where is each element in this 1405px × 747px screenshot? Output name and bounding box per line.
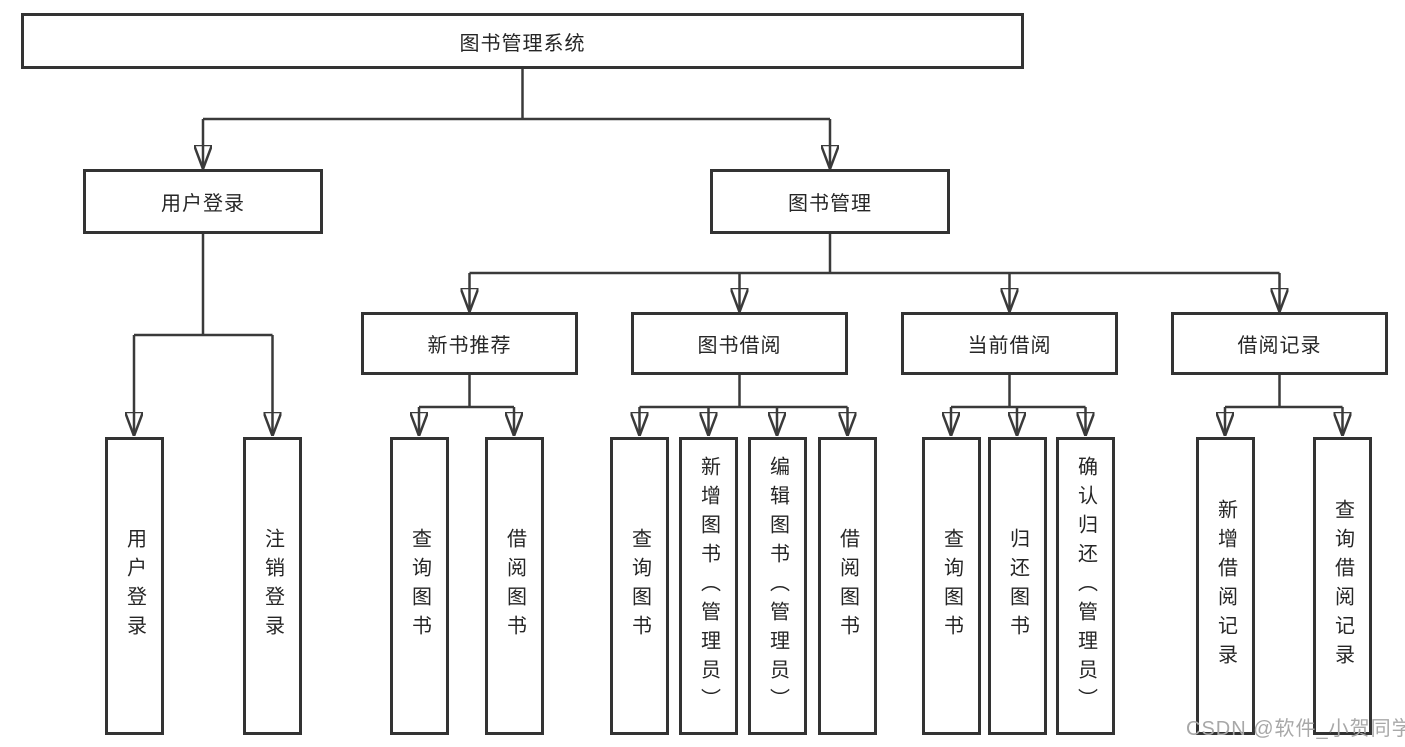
node-label: 借阅图书 <box>836 528 859 644</box>
leaf-query-books-borrow: 查询图书 <box>610 437 669 735</box>
node-label: 新增图书（管理员） <box>697 455 720 717</box>
connector-root-to-level2 <box>203 69 830 169</box>
node-label: 借阅图书 <box>503 528 526 644</box>
connector-borrow-records-children <box>1225 375 1343 436</box>
node-label: 图书借阅 <box>697 335 782 357</box>
leaf-logout: 注销登录 <box>243 437 302 735</box>
node-label: 新书推荐 <box>427 335 512 357</box>
leaf-user-login: 用户登录 <box>105 437 164 735</box>
connector-current-borrow-children <box>951 375 1086 436</box>
leaf-query-books-current: 查询图书 <box>922 437 981 735</box>
node-label: 图书管理 <box>788 193 872 215</box>
connector-book-management-children <box>470 234 1280 312</box>
connector-book-borrow-children <box>640 375 848 436</box>
node-book-management: 图书管理 <box>710 169 950 234</box>
node-label: 注销登录 <box>261 528 284 644</box>
node-new-book-recommend: 新书推荐 <box>361 312 578 375</box>
node-label: 当前借阅 <box>967 335 1052 357</box>
leaf-borrow-books: 借阅图书 <box>818 437 877 735</box>
connector-new-book-children <box>419 375 514 436</box>
node-label: 查询借阅记录 <box>1331 499 1354 673</box>
leaf-return-books: 归还图书 <box>988 437 1047 735</box>
node-label: 用户登录 <box>161 193 245 215</box>
node-borrow-records: 借阅记录 <box>1171 312 1388 375</box>
node-label: 查询图书 <box>408 528 431 644</box>
csdn-watermark: CSDN @软件_小贺同学 <box>1186 718 1405 740</box>
leaf-query-books-recommend: 查询图书 <box>390 437 449 735</box>
leaf-query-borrow-record: 查询借阅记录 <box>1313 437 1372 735</box>
leaf-add-borrow-record: 新增借阅记录 <box>1196 437 1255 735</box>
node-label: 编辑图书（管理员） <box>766 455 789 717</box>
node-label: 借阅记录 <box>1237 335 1322 357</box>
node-root-system: 图书管理系统 <box>21 13 1024 69</box>
connector-user-login-children <box>134 234 273 436</box>
node-label: 图书管理系统 <box>459 32 586 55</box>
leaf-add-books-admin: 新增图书（管理员） <box>679 437 738 735</box>
node-label: 用户登录 <box>123 528 146 644</box>
node-label: 归还图书 <box>1006 528 1029 644</box>
node-label: 查询图书 <box>628 528 651 644</box>
leaf-confirm-return-admin: 确认归还（管理员） <box>1056 437 1115 735</box>
node-book-borrow: 图书借阅 <box>631 312 848 375</box>
leaf-borrow-books-recommend: 借阅图书 <box>485 437 544 735</box>
node-current-borrow: 当前借阅 <box>901 312 1118 375</box>
node-user-login: 用户登录 <box>83 169 323 234</box>
node-label: 新增借阅记录 <box>1214 499 1237 673</box>
leaf-edit-books-admin: 编辑图书（管理员） <box>748 437 807 735</box>
node-label: 查询图书 <box>940 528 963 644</box>
node-label: 确认归还（管理员） <box>1074 455 1097 717</box>
